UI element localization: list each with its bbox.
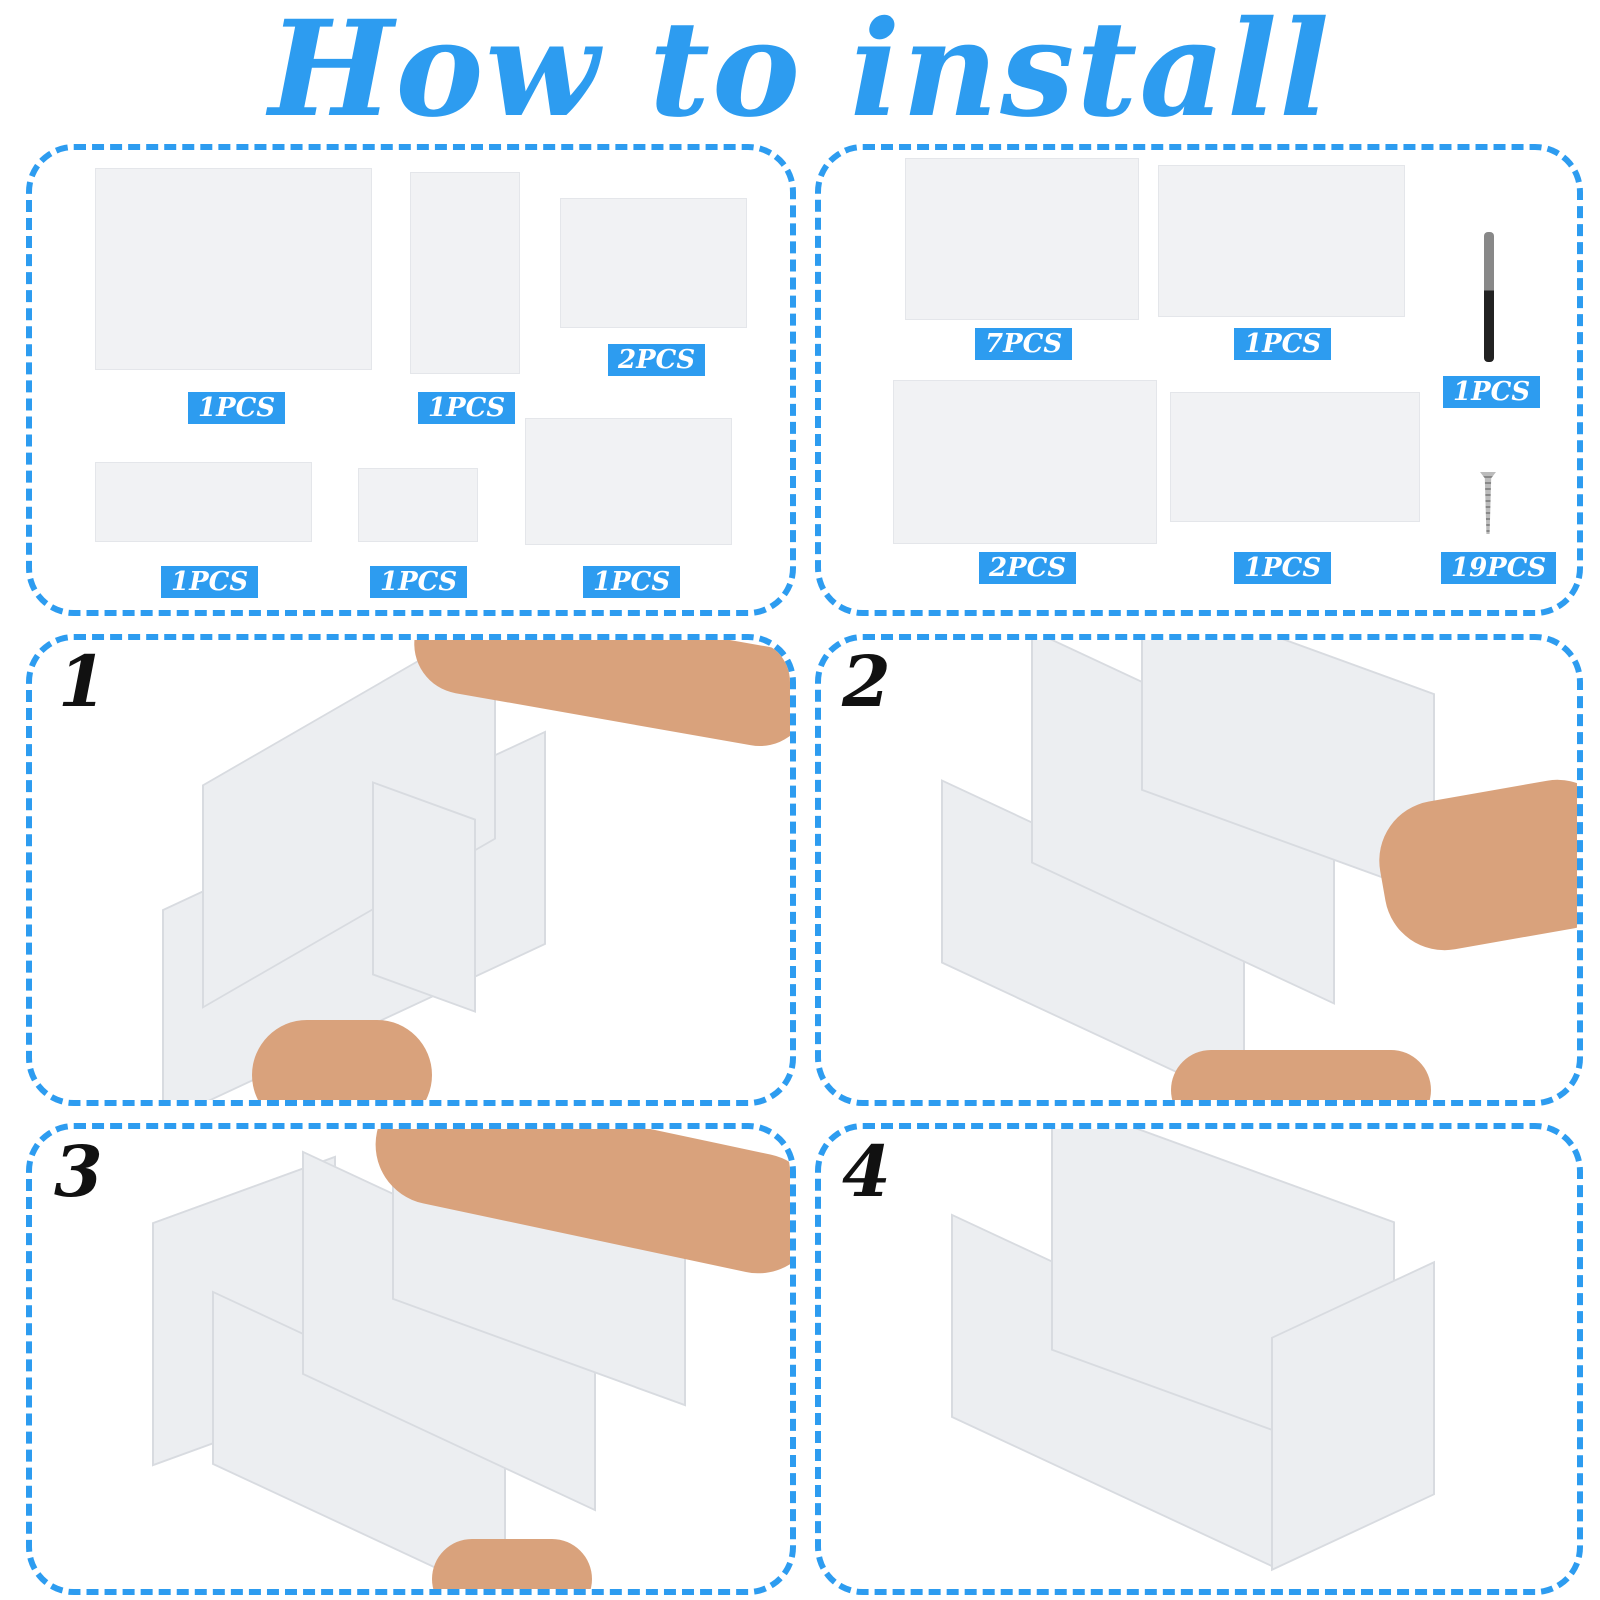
part-board: [905, 158, 1139, 320]
part-board: [95, 462, 312, 542]
part-board: [410, 172, 520, 374]
step-number: 2: [842, 640, 891, 723]
qty-label: 1PCS: [1234, 552, 1332, 584]
part-board: [1158, 165, 1405, 317]
step-number: 3: [54, 1130, 103, 1213]
step-4-panel: [815, 1123, 1583, 1595]
qty-label: 1PCS: [188, 392, 286, 424]
parts-panel-left: [26, 144, 796, 616]
qty-label: 1PCS: [161, 566, 259, 598]
qty-label: 1PCS: [583, 566, 681, 598]
qty-label: 1PCS: [418, 392, 516, 424]
qty-label: 19PCS: [1441, 552, 1557, 584]
part-board: [1170, 392, 1420, 522]
step-3-panel: [26, 1123, 796, 1595]
part-board: [893, 380, 1157, 544]
qty-label: 2PCS: [608, 344, 706, 376]
part-board: [95, 168, 372, 370]
step-number: 1: [58, 640, 107, 723]
qty-label: 1PCS: [1443, 376, 1541, 408]
part-board: [358, 468, 478, 542]
step-2-panel: [815, 634, 1583, 1106]
qty-label: 2PCS: [979, 552, 1077, 584]
qty-label: 7PCS: [975, 328, 1073, 360]
part-board: [525, 418, 732, 545]
page-title: How to install: [268, 0, 1332, 147]
step-number: 4: [842, 1130, 891, 1213]
part-board: [560, 198, 747, 328]
screwdriver-icon: [1484, 232, 1494, 362]
step-1-panel: [26, 634, 796, 1106]
qty-label: 1PCS: [370, 566, 468, 598]
parts-panel-right: [815, 144, 1583, 616]
qty-label: 1PCS: [1234, 328, 1332, 360]
